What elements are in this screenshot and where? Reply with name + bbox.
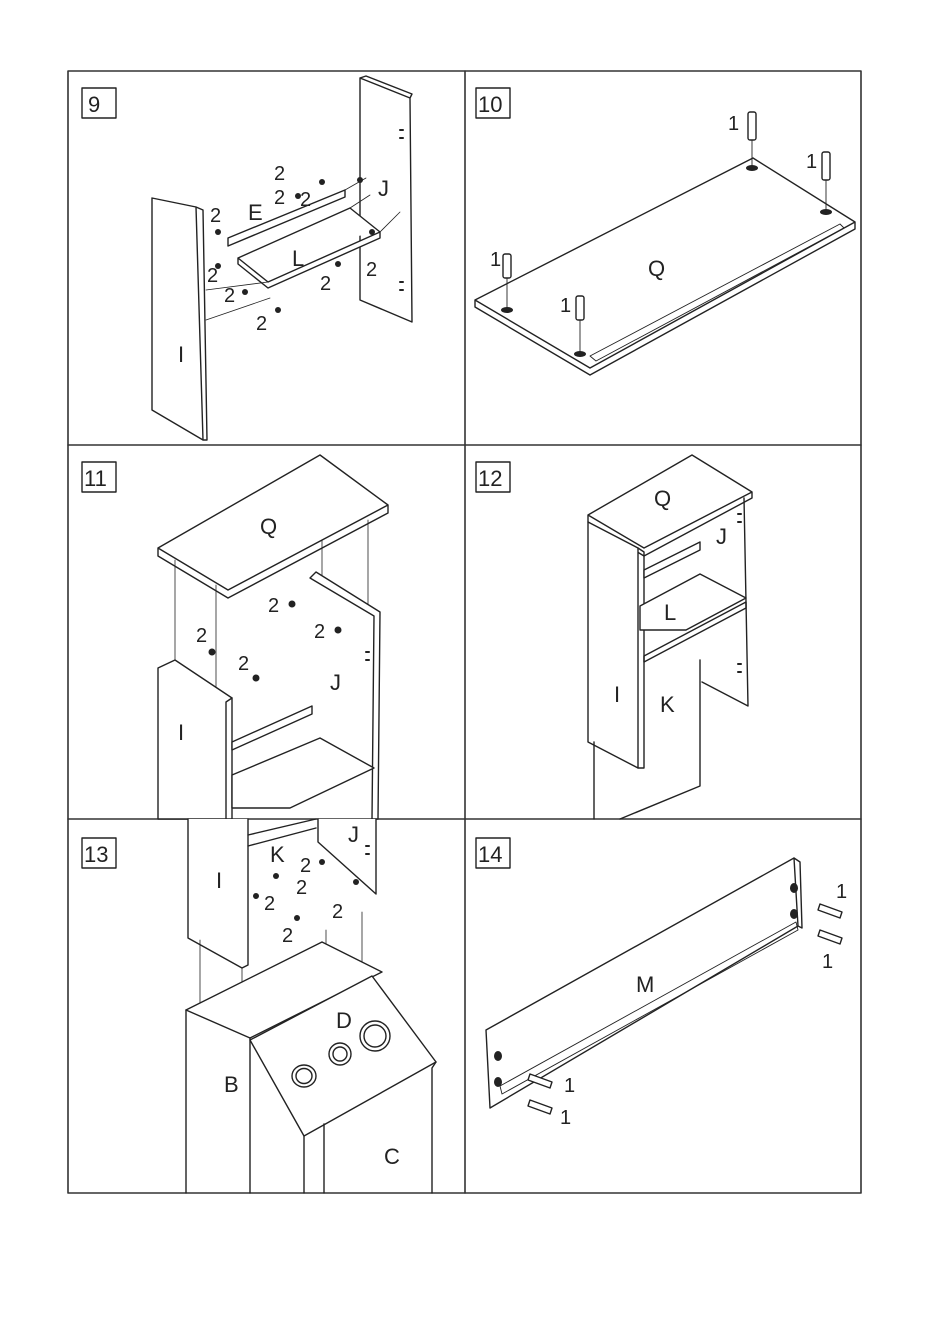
step-11: 11 Q I J 2 2 2 2 [82,455,388,819]
label-Q-step12: Q [654,486,671,511]
fastener-label: 2 [238,653,249,675]
fastener-label: 2 [268,595,279,617]
panel-I-step12 [588,522,638,768]
fastener-label: 1 [564,1075,575,1097]
panel-I-step13 [188,819,248,968]
step-14-number: 14 [478,842,502,867]
panel-I-step11 [158,660,232,819]
step-14: 14 M 1 1 1 1 [476,838,847,1129]
fastener-label: 2 [314,621,325,643]
fastener-label: 2 [210,205,221,227]
label-E-step9: E [248,200,263,225]
label-D-step13: D [336,1008,352,1033]
fastener-label: 1 [836,881,847,903]
label-J-step13: J [348,822,359,847]
label-Q-step11: Q [260,514,277,539]
step-10-number: 10 [478,92,502,117]
step-9-number: 9 [88,92,100,117]
label-I-step13: I [216,868,222,893]
step-13-number: 13 [84,842,108,867]
step-12: 12 Q J L I K [476,455,752,819]
label-J-step9: J [378,176,389,201]
panel-B-step13 [186,1010,250,1193]
label-M-step14: M [636,972,654,997]
fastener-label: 2 [224,285,235,307]
label-K-step13: K [270,842,285,867]
fastener-label: 1 [728,113,739,135]
step-9: 9 I E L J 2 2 2 2 2 2 2 2 2 [82,76,412,440]
fastener-label: 2 [320,273,331,295]
label-L-step12: L [664,600,676,625]
rail-step11 [232,706,312,750]
fastener-label: 2 [207,265,218,287]
fastener-label: 2 [264,893,275,915]
label-I-step12: I [614,682,620,707]
label-K-step12: K [660,692,675,717]
shelf-step11 [232,738,374,808]
fastener-label: 2 [282,925,293,947]
label-C-step13: C [384,1144,400,1169]
step-11-number: 11 [84,466,107,491]
fastener-label: 1 [490,249,501,271]
fastener-label: 1 [822,951,833,973]
fastener-label: 2 [296,877,307,899]
fastener-label: 2 [274,187,285,209]
fastener-label: 1 [560,295,571,317]
panel-I-step9 [152,198,207,440]
label-Q-step10: Q [648,256,665,281]
label-B-step13: B [224,1072,239,1097]
fastener-label: 2 [274,163,285,185]
shelf-L-step12 [640,574,746,630]
fastener-label: 2 [300,855,311,877]
label-J-step12: J [716,524,727,549]
step-10: 10 Q 1 1 1 1 [475,88,855,375]
fastener-label: 1 [806,151,817,173]
fastener-label: 2 [256,313,267,335]
fastener-label: 2 [332,901,343,923]
label-J-step11: J [330,670,341,695]
fastener-label: 2 [300,189,311,211]
fastener-label: 1 [560,1107,571,1129]
label-L-step9: L [292,246,304,271]
step-13: 13 K J I D B C 2 2 2 2 2 [82,819,436,1193]
step-12-number: 12 [478,466,502,491]
panel-J-step13 [318,819,376,894]
fastener-label: 2 [196,625,207,647]
label-I-step9: I [178,342,184,367]
fastener-label: 2 [366,259,377,281]
label-I-step11: I [178,720,184,745]
